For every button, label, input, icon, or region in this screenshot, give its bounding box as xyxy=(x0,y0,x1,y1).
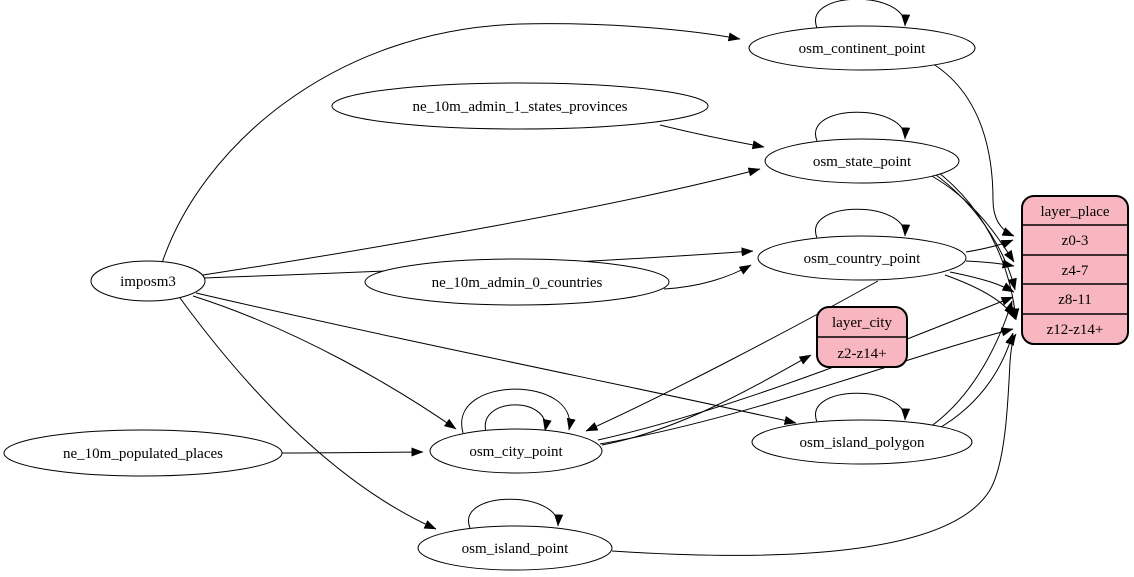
node-ne-admin0-shape xyxy=(364,258,670,306)
selfloop-city-inner xyxy=(484,404,552,433)
edge-imposm3-city xyxy=(192,295,457,430)
edge-country-city xyxy=(585,280,879,432)
layer-place-row-z8-11: z8-11 xyxy=(1058,292,1092,308)
edge-state-z12-z14 xyxy=(933,168,1020,321)
edge-ne-admin1-state xyxy=(659,124,765,150)
layer-place-row-z4-7: z4-7 xyxy=(1062,263,1089,279)
edge-island-polygon-z8-11 xyxy=(929,300,1013,428)
node-island-point-shape xyxy=(417,525,613,571)
node-ne-admin0-label: ne_10m_admin_0_countries xyxy=(432,275,603,291)
node-city-shape xyxy=(429,428,603,474)
node-ne-admin1-shape xyxy=(331,82,709,130)
node-island-polygon: osm_island_polygon xyxy=(751,419,973,465)
node-ne-admin1-label: ne_10m_admin_1_states_provinces xyxy=(413,99,628,115)
layer-place-row-z12-z14: z12-z14+ xyxy=(1047,322,1104,338)
node-country: osm_country_point xyxy=(757,235,967,281)
node-layer-city: layer_city z2-z14+ xyxy=(816,306,908,368)
edge-imposm3-island-polygon xyxy=(195,292,797,425)
node-island-polygon-label: osm_island_polygon xyxy=(799,435,925,451)
node-island-polygon-shape xyxy=(751,419,973,465)
node-layer-place: layer_place z0-3 z4-7 z8-11 z12-z14+ xyxy=(1021,195,1129,345)
selfloop-country xyxy=(815,208,911,239)
node-state-label: osm_state_point xyxy=(813,154,912,170)
node-imposm3: imposm3 xyxy=(90,260,206,302)
node-imposm3-label: imposm3 xyxy=(120,274,176,290)
selfloop-continent xyxy=(815,0,911,29)
edge-country-z0-3 xyxy=(965,239,1014,253)
edge-country-z8-11 xyxy=(949,271,1015,293)
node-city-label: osm_city_point xyxy=(469,444,563,460)
edge-state-z8-11 xyxy=(931,171,1017,291)
node-ne-populated-label: ne_10m_populated_places xyxy=(63,446,223,462)
node-ne-admin0: ne_10m_admin_0_countries xyxy=(364,258,670,306)
layer-place-title: layer_place xyxy=(1040,204,1109,220)
node-ne-populated: ne_10m_populated_places xyxy=(3,429,283,477)
node-island-point: osm_island_point xyxy=(417,525,613,571)
node-country-label: osm_country_point xyxy=(804,251,921,267)
node-city: osm_city_point xyxy=(429,428,603,474)
node-continent-shape xyxy=(748,25,976,71)
edge-country-z12-z14 xyxy=(944,274,1016,320)
edge-country-z4-7 xyxy=(965,259,1015,269)
edge-city-layer-city xyxy=(601,354,812,446)
edge-ne-admin0-country xyxy=(663,264,752,290)
node-continent: osm_continent_point xyxy=(748,25,976,71)
edge-continent-z0-3 xyxy=(929,61,1015,237)
node-country-shape xyxy=(757,235,967,281)
node-state: osm_state_point xyxy=(764,138,960,184)
selfloop-city-outer xyxy=(461,388,576,434)
selfloop-state xyxy=(815,111,911,142)
layer-city-row-z2-z14: z2-z14+ xyxy=(837,346,886,362)
layer-place-box xyxy=(1021,195,1129,345)
node-ne-admin1: ne_10m_admin_1_states_provinces xyxy=(331,82,709,130)
edge-imposm3-island-point xyxy=(179,297,437,530)
node-ne-populated-shape xyxy=(3,429,283,477)
edge-island-point-z12-z14 xyxy=(611,333,1017,556)
layer-place-row-z0-3: z0-3 xyxy=(1062,233,1089,249)
node-continent-label: osm_continent_point xyxy=(799,41,926,57)
edge-ne-populated-city xyxy=(280,447,424,457)
edge-state-z4-7 xyxy=(929,174,1015,263)
edges-layer xyxy=(161,0,1020,556)
node-island-point-label: osm_island_point xyxy=(462,541,570,557)
layer-city-title: layer_city xyxy=(832,315,892,331)
edge-city-z8-11 xyxy=(597,296,1014,441)
edge-city-z12-z14 xyxy=(599,327,1014,445)
selfloop-island-polygon xyxy=(815,392,911,423)
edge-imposm3-continent xyxy=(161,23,741,264)
edge-imposm3-state xyxy=(202,167,761,276)
node-imposm3-shape xyxy=(90,260,206,302)
selfloop-island-point xyxy=(468,498,564,529)
node-state-shape xyxy=(764,138,960,184)
